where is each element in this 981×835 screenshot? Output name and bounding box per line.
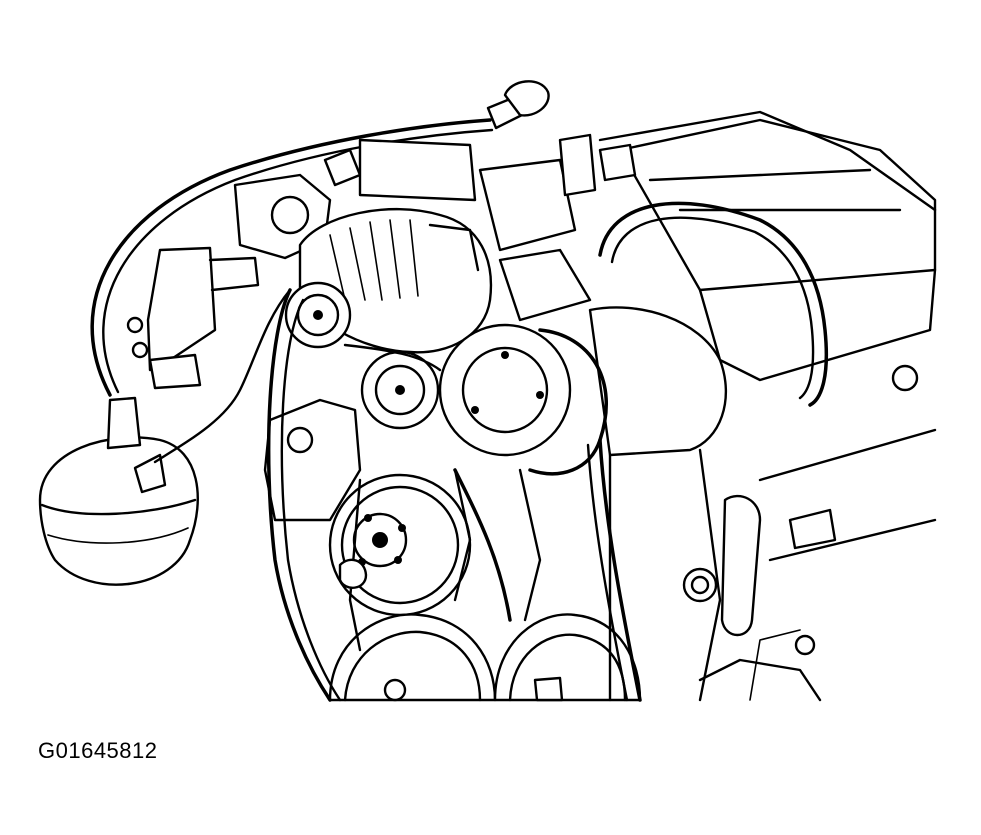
upper-hose bbox=[90, 80, 550, 397]
left-bracket bbox=[126, 246, 260, 390]
figure-id-label: G01645812 bbox=[38, 738, 158, 763]
vacuum-reservoir bbox=[38, 288, 292, 586]
idler-pulley bbox=[360, 350, 440, 430]
engine-block bbox=[608, 428, 937, 702]
alternator bbox=[284, 208, 493, 354]
front-cover bbox=[338, 468, 542, 652]
tensioner-bracket bbox=[263, 398, 362, 522]
intake-manifold bbox=[598, 110, 937, 407]
crankshaft-pulley bbox=[328, 613, 497, 702]
center-connectors bbox=[478, 133, 637, 322]
power-steering-pulley bbox=[493, 613, 642, 702]
drive-belt bbox=[266, 288, 642, 702]
ac-compressor bbox=[438, 306, 728, 476]
throttle-body bbox=[233, 138, 477, 260]
